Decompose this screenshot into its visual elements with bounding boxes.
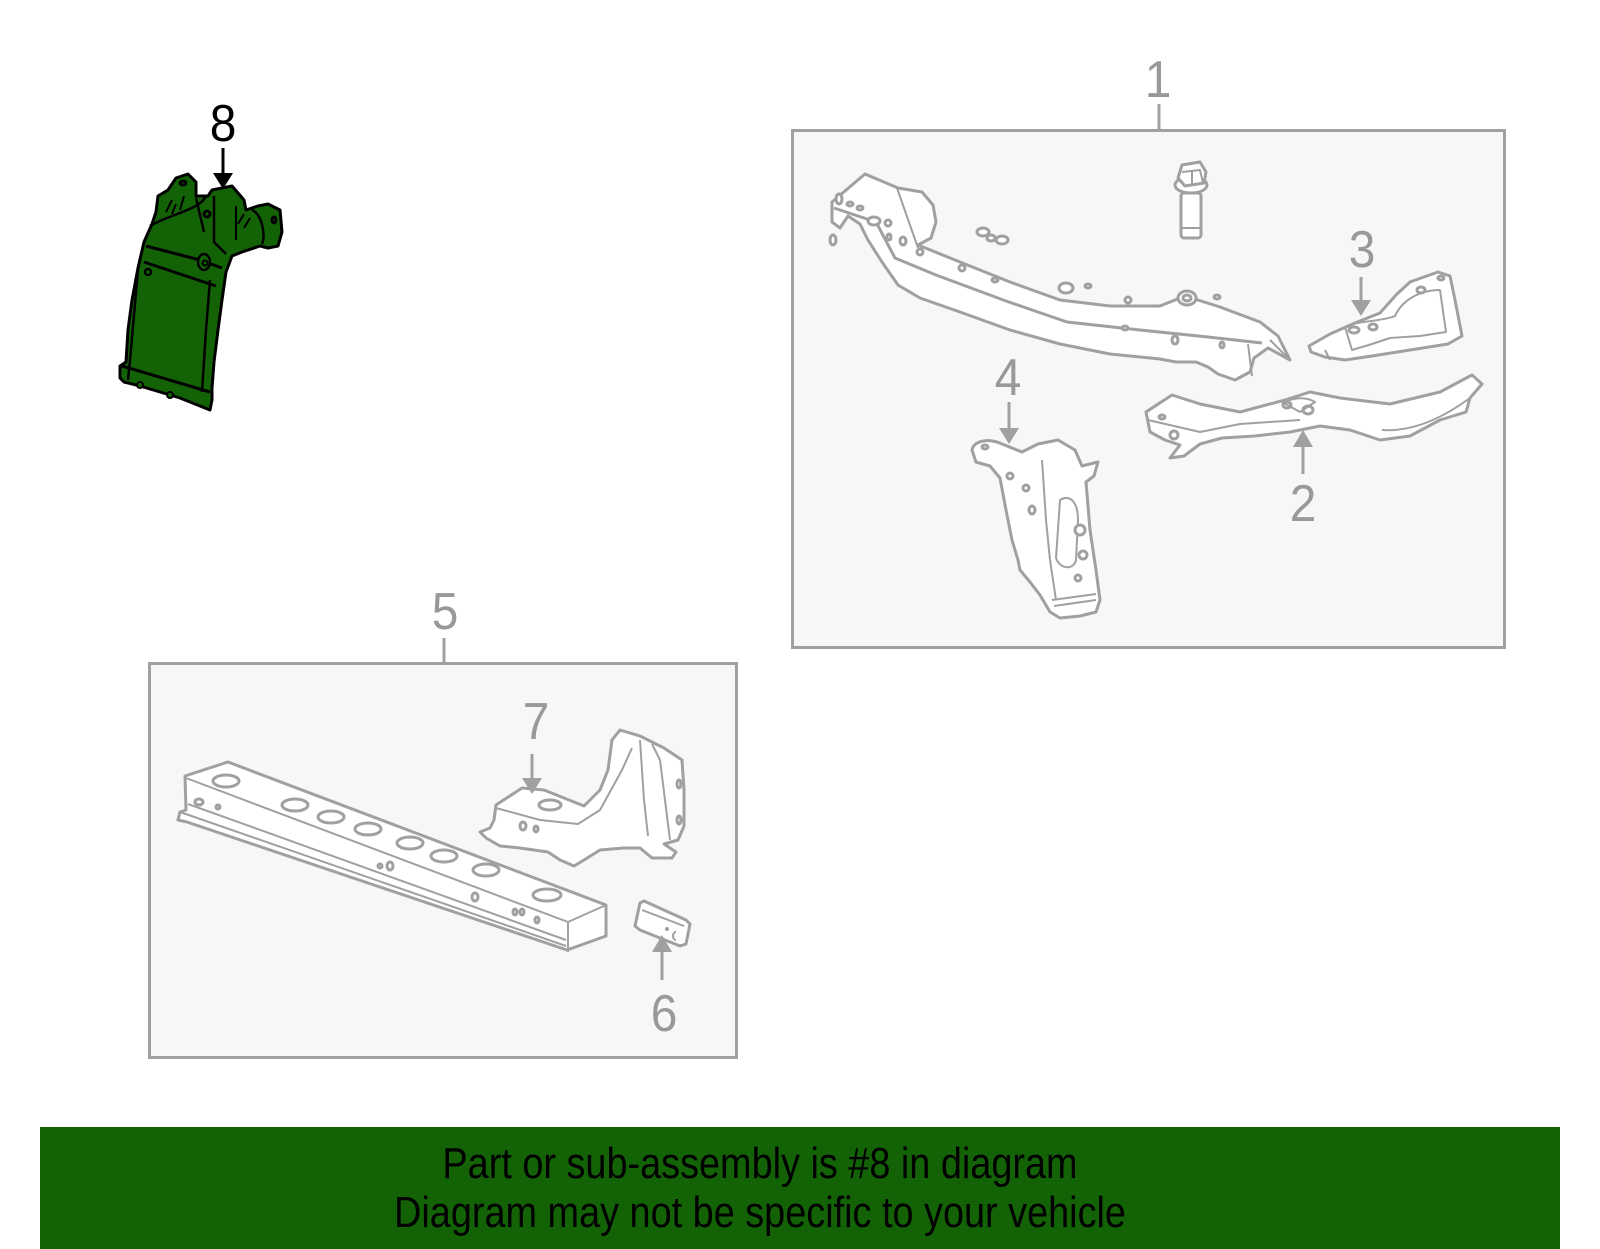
callout-8-arrow — [213, 148, 233, 189]
banner-part-line: Part or sub-assembly is #8 in diagram — [442, 1139, 1078, 1188]
callout-3-arrow — [1351, 277, 1371, 316]
bolt[interactable] — [1173, 160, 1209, 240]
callout-1-label: 1 — [1144, 51, 1172, 109]
callout-4-label: 4 — [994, 349, 1022, 407]
info-banner: Part or sub-assembly is #8 in diagram Di… — [40, 1127, 1560, 1249]
part-3-bracket[interactable] — [1307, 270, 1464, 362]
part-6-plate[interactable] — [633, 899, 692, 948]
part-4-bracket[interactable] — [970, 438, 1102, 620]
callout-8-label: 8 — [209, 95, 237, 153]
callout-2-label: 2 — [1289, 475, 1317, 533]
callout-5-label: 5 — [431, 583, 459, 641]
callout-7-arrow — [522, 754, 542, 794]
callout-6-label: 6 — [650, 985, 678, 1043]
callout-2-arrow — [1293, 430, 1313, 474]
lower-tie-bar[interactable] — [176, 760, 608, 952]
callout-4-arrow — [999, 402, 1019, 444]
assembly-1-group — [791, 104, 1506, 649]
callout-3-label: 3 — [1348, 221, 1376, 279]
assembly-5-group — [148, 638, 738, 1059]
callout-6-arrow — [652, 935, 672, 980]
callout-7-label: 7 — [522, 693, 550, 751]
part-8-highlighted[interactable] — [118, 172, 284, 412]
radiator-support-crossmember[interactable] — [828, 172, 1292, 382]
banner-disclaimer-line: Diagram may not be specific to your vehi… — [394, 1188, 1126, 1237]
part-2-rail[interactable] — [1144, 373, 1484, 460]
part-7-bracket[interactable] — [478, 728, 686, 868]
